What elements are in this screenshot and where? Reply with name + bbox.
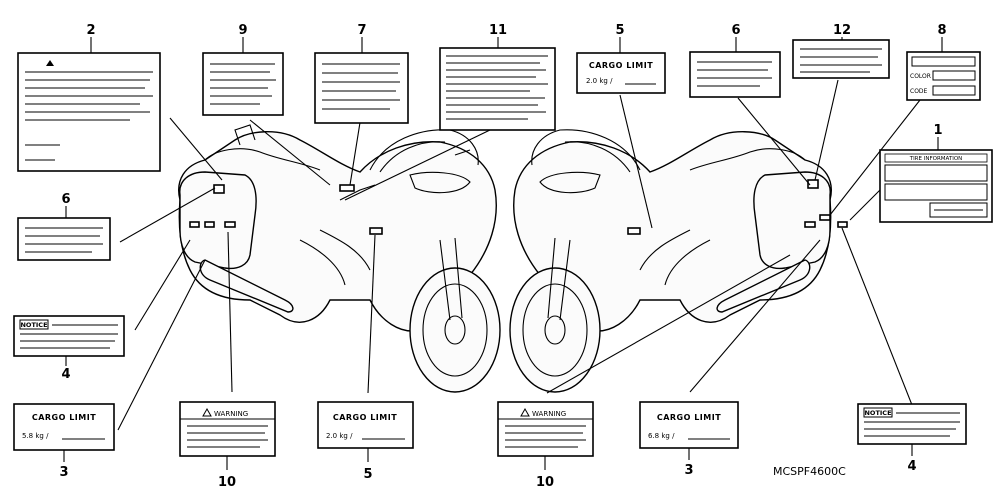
warning-text: WARNING xyxy=(214,410,248,418)
color-field-label: COLOR xyxy=(910,73,931,80)
callout-11: 11 xyxy=(489,23,507,38)
callout-6-left: 6 xyxy=(61,192,70,207)
warning-triangle-icon xyxy=(520,407,530,417)
warning-text: WARNING xyxy=(532,410,566,418)
callout-3-right: 3 xyxy=(684,463,693,478)
label-12: 12 xyxy=(792,23,890,79)
code-field-label: CODE xyxy=(910,88,928,95)
label-6-left: 6 xyxy=(17,192,111,261)
label-8: 8 COLOR CODE xyxy=(906,23,981,101)
callout-2: 2 xyxy=(86,23,95,38)
callout-9: 9 xyxy=(238,23,247,38)
callout-7: 7 xyxy=(357,23,366,38)
label-1: 1 TIRE INFORMATION xyxy=(879,123,993,223)
label-10-right: WARNING 10 xyxy=(497,401,594,490)
label-6-right: 6 xyxy=(689,23,781,98)
label-5-top: 5 CARGO LIMIT 2.0 kg / xyxy=(576,23,666,94)
cargo-limit-value: 2.0 kg / xyxy=(326,432,353,440)
warning-triangle-icon xyxy=(202,407,212,417)
label-7: 7 xyxy=(314,23,409,124)
cargo-limit-value: 2.0 kg / xyxy=(586,77,613,85)
leader-lines xyxy=(117,79,921,431)
label-4-left: NOTICE 4 xyxy=(13,315,125,382)
label-5-bottom: CARGO LIMIT 2.0 kg / 5 xyxy=(317,401,414,482)
notice-badge: NOTICE xyxy=(864,409,891,417)
tire-information-title: TIRE INFORMATION xyxy=(909,156,963,162)
callout-3-left: 3 xyxy=(59,465,68,480)
cargo-limit-value: 5.8 kg / xyxy=(22,432,49,440)
callout-12: 12 xyxy=(833,23,851,38)
callout-6-right: 6 xyxy=(731,23,740,38)
cargo-limit-text: CARGO LIMIT xyxy=(589,61,653,70)
cargo-limit-value: 6.8 kg / xyxy=(648,432,675,440)
callout-5-top: 5 xyxy=(615,23,624,38)
label-3-left: CARGO LIMIT 5.8 kg / 3 xyxy=(13,403,115,480)
cargo-limit-text: CARGO LIMIT xyxy=(32,413,96,422)
left-motorcycle xyxy=(178,124,501,393)
label-9: 9 xyxy=(202,23,284,116)
cargo-limit-text: CARGO LIMIT xyxy=(333,413,397,422)
label-11: 11 xyxy=(439,23,556,131)
callout-5-bottom: 5 xyxy=(363,467,372,482)
notice-badge: NOTICE xyxy=(20,321,47,329)
callout-8: 8 xyxy=(937,23,946,38)
callout-10-left: 10 xyxy=(218,475,236,490)
caution-triangle-icon xyxy=(46,60,54,66)
callout-4-left: 4 xyxy=(61,367,70,382)
right-motorcycle xyxy=(509,129,848,393)
callout-4-right: 4 xyxy=(907,459,916,474)
callout-1: 1 xyxy=(933,123,942,138)
label-2: 2 xyxy=(17,23,161,172)
cargo-limit-text: CARGO LIMIT xyxy=(657,413,721,422)
callout-10-right: 10 xyxy=(536,475,554,490)
label-10-left: WARNING 10 xyxy=(179,401,276,490)
label-3-right: CARGO LIMIT 6.8 kg / 3 xyxy=(639,401,739,478)
label-4-right: NOTICE 4 xyxy=(857,403,967,474)
part-code: MCSPF4600C xyxy=(773,465,846,478)
